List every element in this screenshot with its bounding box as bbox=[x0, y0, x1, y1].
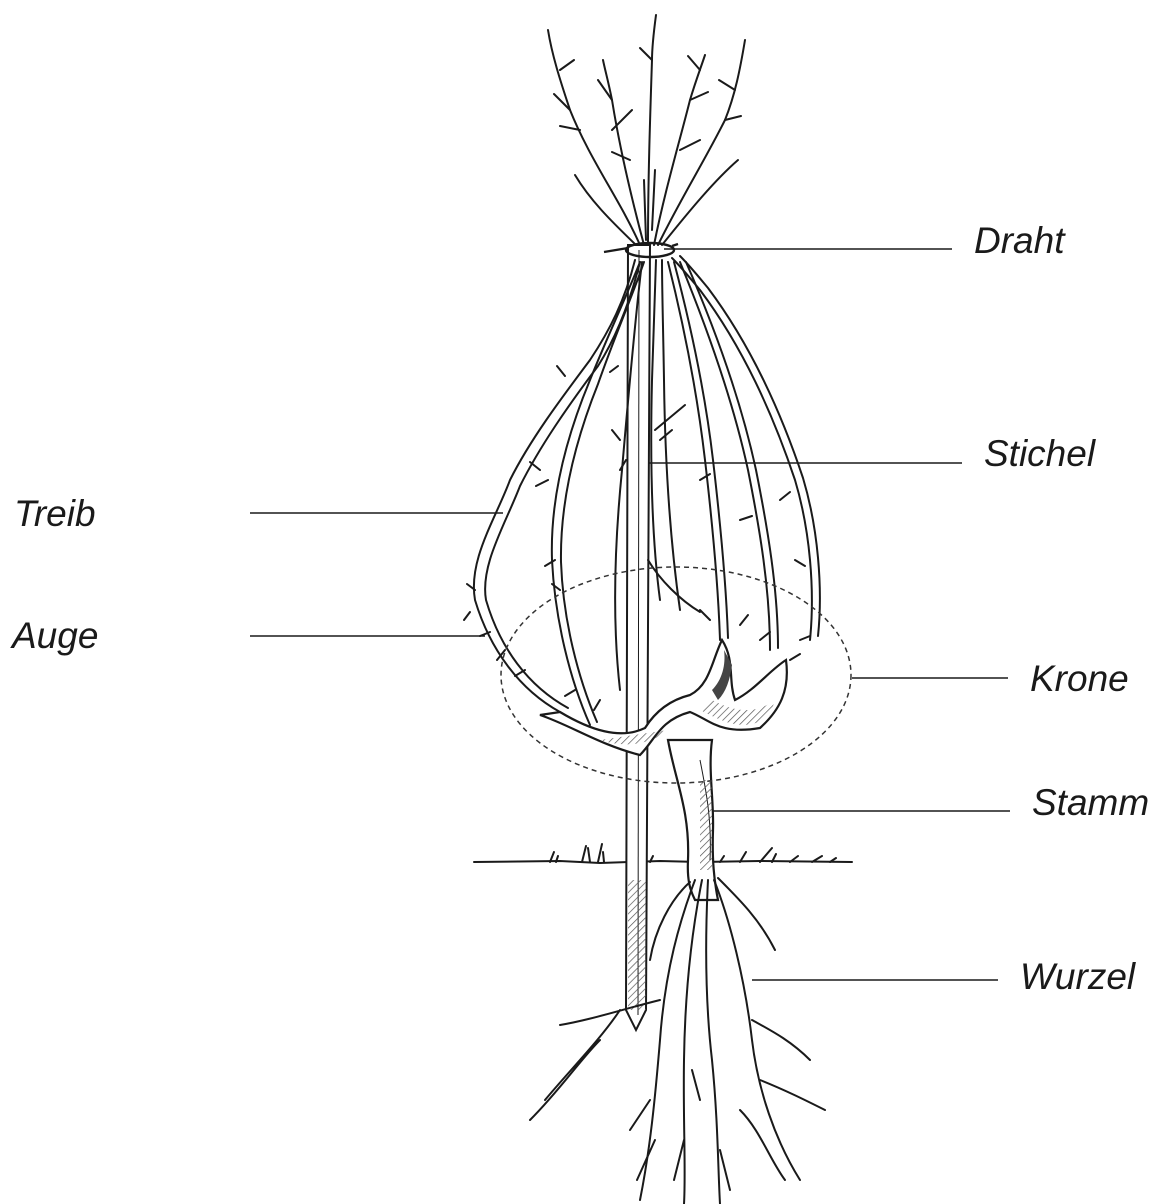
ground-line bbox=[474, 844, 852, 863]
label-wurzel: Wurzel bbox=[1020, 958, 1135, 995]
label-treib: Treib bbox=[14, 495, 96, 532]
cane-tips bbox=[548, 15, 745, 245]
label-stichel: Stichel bbox=[984, 435, 1095, 472]
crown-head bbox=[540, 640, 787, 755]
roots bbox=[530, 878, 825, 1204]
trunk bbox=[668, 740, 718, 900]
label-auge: Auge bbox=[12, 617, 98, 654]
label-stamm: Stamm bbox=[1032, 784, 1149, 821]
label-draht: Draht bbox=[974, 222, 1064, 259]
label-krone: Krone bbox=[1030, 660, 1129, 697]
stake bbox=[626, 245, 650, 1030]
